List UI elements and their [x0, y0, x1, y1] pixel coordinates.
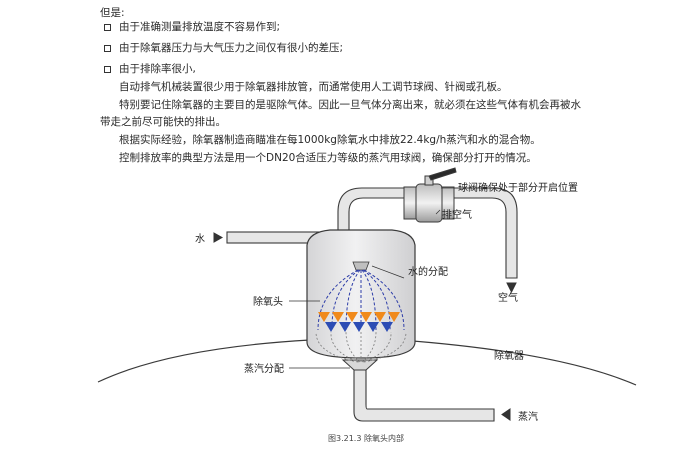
paragraph-4: 控制排放率的典型方法是用一个DN20合适压力等级的蒸汽用球阀，确保部分打开的情况…	[119, 152, 537, 164]
deaerator-head-label: 除氧头	[253, 295, 283, 308]
water-distribution-label: 水的分配	[408, 265, 448, 278]
vent-pipe	[337, 187, 518, 279]
valve-handle	[428, 167, 457, 181]
water-inlet-arrow	[213, 232, 224, 243]
steam-distribution-nozzle	[341, 359, 379, 371]
checkbox-bullet-3	[104, 66, 111, 73]
air-out-label: 空气	[498, 291, 518, 304]
checkbox-bullet-2	[104, 45, 111, 52]
air-out-arrow	[506, 282, 517, 294]
steam-in-arrow	[501, 408, 511, 421]
water-inlet-label: 水	[195, 233, 205, 245]
flow-arrows	[213, 232, 517, 421]
deaerator-head-body	[306, 229, 416, 359]
steam-inlet-label: 蒸汽	[518, 410, 538, 423]
steam-distribution-lines	[315, 331, 407, 363]
leader-lines	[289, 187, 454, 369]
paragraph-3: 根据实际经验，除氧器制造商瞄准在每1000kg除氧水中排放22.4kg/h蒸汽和…	[119, 134, 541, 146]
ball-valve	[403, 167, 457, 223]
bullet-text-2: 由于除氧器压力与大气压力之间仅有很小的差压;	[119, 42, 344, 54]
paragraph-1: 自动排气机械装置很少用于除氧器排放管，而通常使用人工调节球阀、针阀或孔板。	[119, 81, 508, 93]
paragraph-2: 特别要记住除氧器的主要目的是驱除气体。因此一旦气体分离出来，就必须在这些气体有机…	[119, 99, 581, 111]
steam-distribution-label: 蒸汽分配	[244, 362, 284, 375]
figure-caption: 图3.21.3 除氧头内部	[328, 433, 404, 443]
steam-pipe	[353, 367, 495, 422]
bullet-text-1: 由于准确测量排放温度不容易作到;	[119, 21, 281, 33]
blue-triangle-row	[325, 322, 393, 332]
paragraph-2-cont: 带走之前尽可能快的排出。	[100, 116, 226, 128]
intro-heading: 但是:	[100, 7, 125, 19]
vent-label: 排空气	[442, 208, 472, 221]
checkbox-bullet-1	[104, 24, 111, 31]
bullet-text-3: 由于排除率很小,	[119, 63, 196, 75]
valve-note-label: 球阀确保处于部分开启位置	[458, 181, 578, 194]
steam-water-contact-markers	[318, 312, 400, 332]
water-spray-nozzle	[352, 261, 370, 271]
deaerator-label: 除氧器	[494, 349, 524, 362]
orange-triangle-row	[318, 312, 400, 322]
